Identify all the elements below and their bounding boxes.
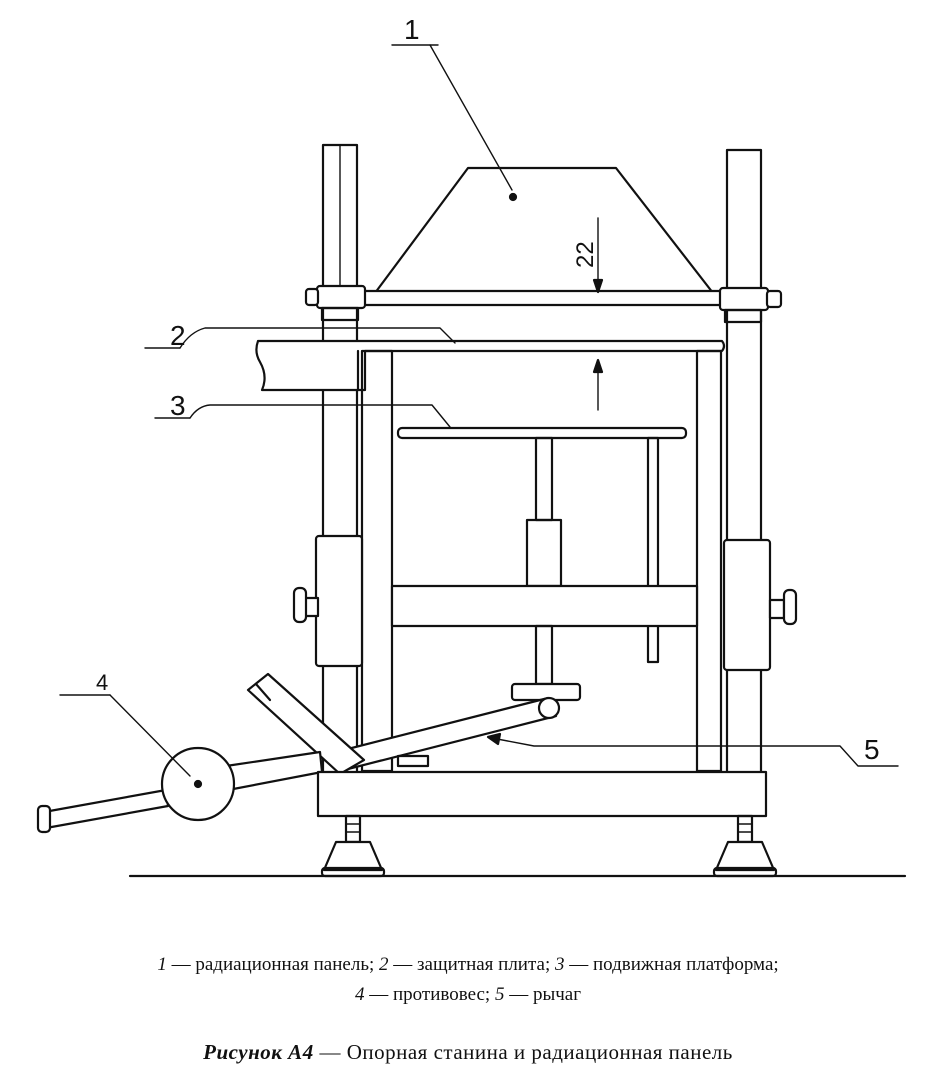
legend-line-2: 4 — противовес; 5 — рычаг	[0, 980, 936, 1010]
counterweight	[36, 746, 324, 834]
legend-text: — подвижная платформа;	[564, 954, 779, 975]
figure-caption: Рисунок А4 — Опорная станина и радиацион…	[0, 1040, 936, 1065]
callout-5: 5	[864, 734, 880, 765]
legend-line-1: 1 — радиационная панель; 2 — защитная пл…	[0, 950, 936, 980]
callout-3: 3	[170, 390, 186, 421]
legend-text: — радиационная панель;	[166, 954, 380, 975]
protective-plate	[255, 339, 726, 392]
callout-4: 4	[96, 670, 109, 695]
callout-1: 1	[404, 14, 420, 45]
figure-legend: 1 — радиационная панель; 2 — защитная пл…	[0, 950, 936, 1010]
cross-beam	[390, 584, 699, 686]
left-slider-block	[292, 534, 364, 668]
left-column	[321, 143, 359, 775]
legend-num: 5	[494, 984, 505, 1005]
right-foot	[712, 814, 778, 878]
apparatus-drawing	[36, 44, 907, 878]
panel-support-bar	[304, 284, 783, 324]
legend-num: 4	[354, 984, 365, 1005]
right-slider-block	[722, 538, 798, 672]
legend-num: 1	[157, 954, 167, 975]
base-frame	[316, 770, 768, 818]
right-column	[725, 148, 763, 775]
legend-text: — противовес;	[364, 984, 495, 1005]
legend-num: 2	[379, 954, 389, 975]
leader-lines	[59, 44, 899, 777]
caption-text: — Опорная станина и радиационная панель	[313, 1040, 733, 1064]
legend-text: — рычаг	[504, 984, 582, 1005]
caption-label: Рисунок А4	[203, 1040, 314, 1064]
radiation-panel	[373, 166, 715, 295]
legend-text: — защитная плита;	[388, 954, 555, 975]
dimension-label: 22	[572, 241, 599, 268]
dimension-22	[592, 217, 604, 411]
lever	[334, 696, 561, 772]
legend-num: 3	[554, 954, 565, 975]
counterweight-arm	[246, 672, 366, 776]
left-foot	[320, 814, 386, 878]
callout-2: 2	[170, 320, 186, 351]
